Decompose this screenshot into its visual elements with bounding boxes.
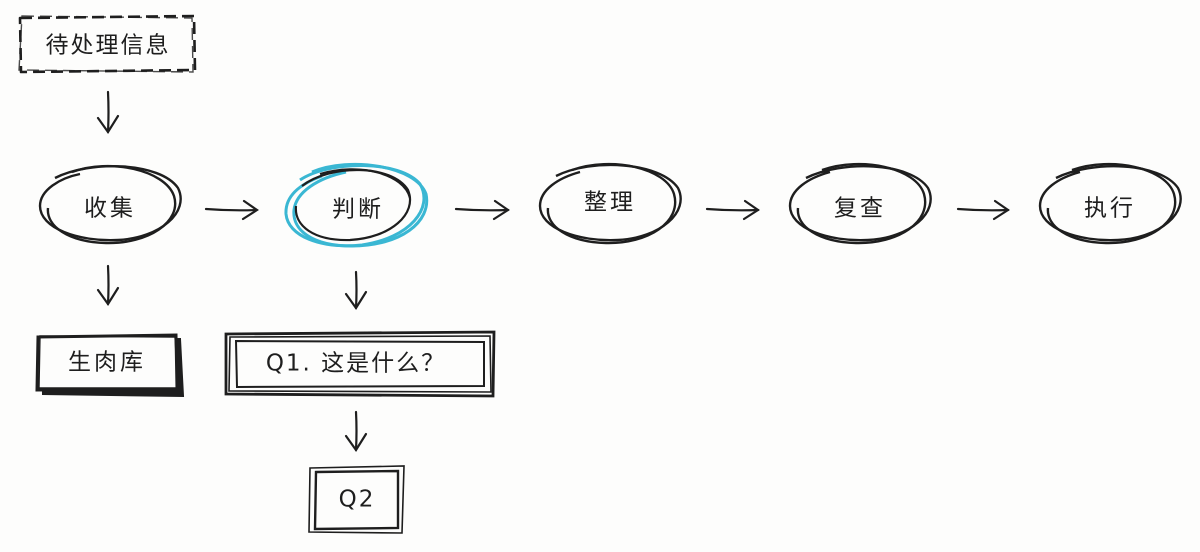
stage-execute[interactable]: 执行 [1038,162,1182,245]
stage-judge[interactable]: 判断 [284,162,429,248]
q1-box[interactable]: Q1. 这是什么？ [224,330,496,398]
q2-label: Q2 [339,487,376,513]
arrow-q1-to-q2 [344,410,368,452]
raw-library-box[interactable]: 生肉库 [35,333,185,398]
arrow-collect-to-library [96,264,120,306]
stage-judge-label: 判断 [332,197,384,223]
stage-organize-label: 整理 [584,190,636,216]
q1-label: Q1. 这是什么？ [266,351,446,377]
arrow-collect-to-judge [204,199,259,221]
stage-organize[interactable]: 整理 [538,162,682,245]
source-box: 待处理信息 [18,14,197,74]
q2-box[interactable]: Q2 [308,465,405,534]
stage-review-label: 复查 [834,196,886,222]
arrow-organize-to-review [705,199,760,221]
arrow-judge-to-organize [454,199,510,221]
raw-library-label: 生肉库 [68,350,146,376]
arrow-review-to-execute [956,199,1010,221]
arrow-judge-to-q1 [344,270,368,310]
stage-collect[interactable]: 收集 [38,164,182,245]
source-box-label: 待处理信息 [46,33,171,59]
stage-collect-label: 收集 [84,196,136,222]
stage-review[interactable]: 复查 [788,162,932,245]
stage-execute-label: 执行 [1084,196,1136,222]
arrow-source-to-collect [96,90,120,134]
